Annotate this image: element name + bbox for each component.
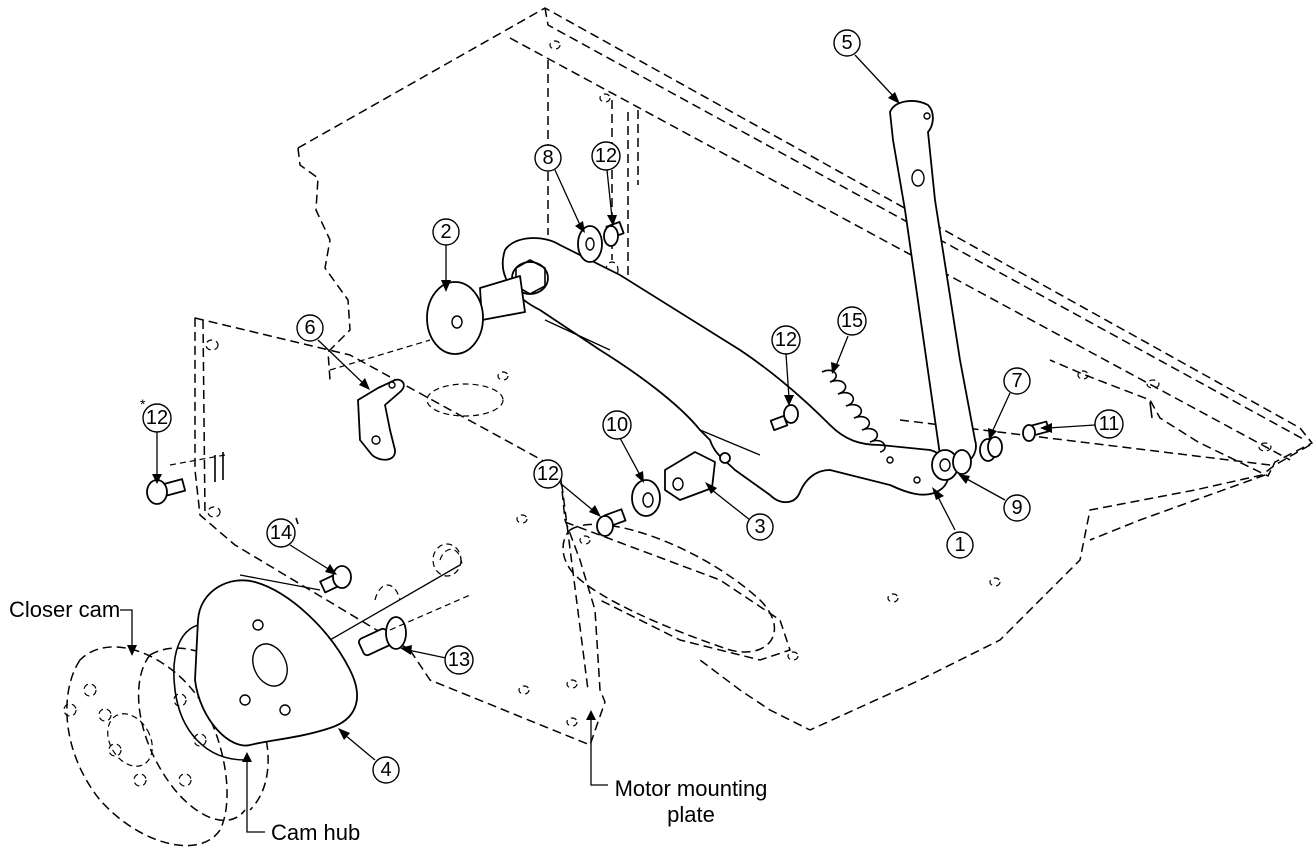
callout-12-middle-number: 12: [775, 329, 797, 351]
callout-7-number: 7: [1011, 370, 1022, 392]
callout-10: 10: [602, 410, 644, 483]
label-closer-cam-group: Closer cam: [9, 597, 137, 656]
callout-1: 1: [932, 487, 974, 559]
callout-8-number: 8: [542, 147, 553, 169]
center-lines: [169, 339, 471, 631]
part-12-screw-lower: [596, 508, 627, 537]
callout-12-top-number: 12: [595, 145, 617, 167]
callout-8: 8: [534, 144, 585, 233]
callout-14-number: 14: [270, 522, 292, 544]
callout-15-number: 15: [841, 310, 863, 332]
part-8-washer: [577, 225, 603, 263]
callout-10-number: 10: [606, 414, 628, 436]
callout-1-number: 1: [954, 534, 965, 556]
part-6-bracket: [357, 378, 405, 461]
callout-4-number: 4: [380, 759, 391, 781]
callout-12-left-number: 12: [146, 407, 168, 429]
callout-9-number: 9: [1011, 497, 1022, 519]
callout-12-lower-number: 12: [537, 463, 559, 485]
callout-9: 9: [958, 474, 1031, 522]
callout-2: 2: [432, 218, 460, 292]
callout-5-number: 5: [841, 32, 852, 54]
part-14-screw: [239, 565, 352, 594]
part-9-roller: [931, 449, 972, 481]
callout-6-number: 6: [304, 317, 315, 339]
part-12-screw-middle: [769, 404, 799, 431]
part-15-spring: [821, 369, 886, 453]
callout-3-number: 3: [754, 516, 765, 538]
label-motor-plate-line2: plate: [667, 802, 715, 827]
part-12-screw-left: [146, 478, 187, 505]
callout-3: 3: [705, 482, 774, 541]
label-cam-hub: Cam hub: [271, 820, 360, 845]
callout-13: 13: [400, 645, 474, 675]
callout-5: 5: [833, 29, 900, 104]
label-motor-plate-group: Motor mounting plate: [586, 710, 767, 827]
callout-13-number: 13: [448, 649, 470, 671]
callout-15: 15: [831, 306, 867, 374]
callout-11-number: 11: [1099, 413, 1120, 435]
callout-7: 7: [988, 367, 1031, 440]
part-12-screw-top: [603, 221, 625, 247]
callout-4: 4: [338, 728, 400, 784]
part-7-washer: [979, 436, 1003, 462]
asterisk-mark: *: [140, 396, 146, 412]
part-5-arm: [889, 100, 977, 467]
callout-12-lower: 12: [533, 459, 601, 517]
callout-14: 14: [266, 517, 337, 575]
callout-2-number: 2: [440, 221, 451, 243]
part-4-cam-plate: [173, 564, 461, 761]
part-3-standoff: [664, 451, 731, 501]
part-11-screw: [1022, 420, 1050, 442]
callout-12-top: 12: [591, 141, 621, 226]
part-2-shaft: [426, 275, 526, 355]
label-motor-plate-line1: Motor mounting: [615, 776, 768, 801]
label-closer-cam: Closer cam: [9, 597, 120, 622]
callout-12-middle: 12: [771, 325, 801, 406]
callout-11: 11: [1040, 409, 1124, 439]
callout-12-left: * 12: [140, 396, 172, 484]
callout-6: 6: [296, 314, 370, 390]
label-cam-hub-group: Cam hub: [242, 752, 360, 845]
part-10-washer: [631, 479, 661, 517]
